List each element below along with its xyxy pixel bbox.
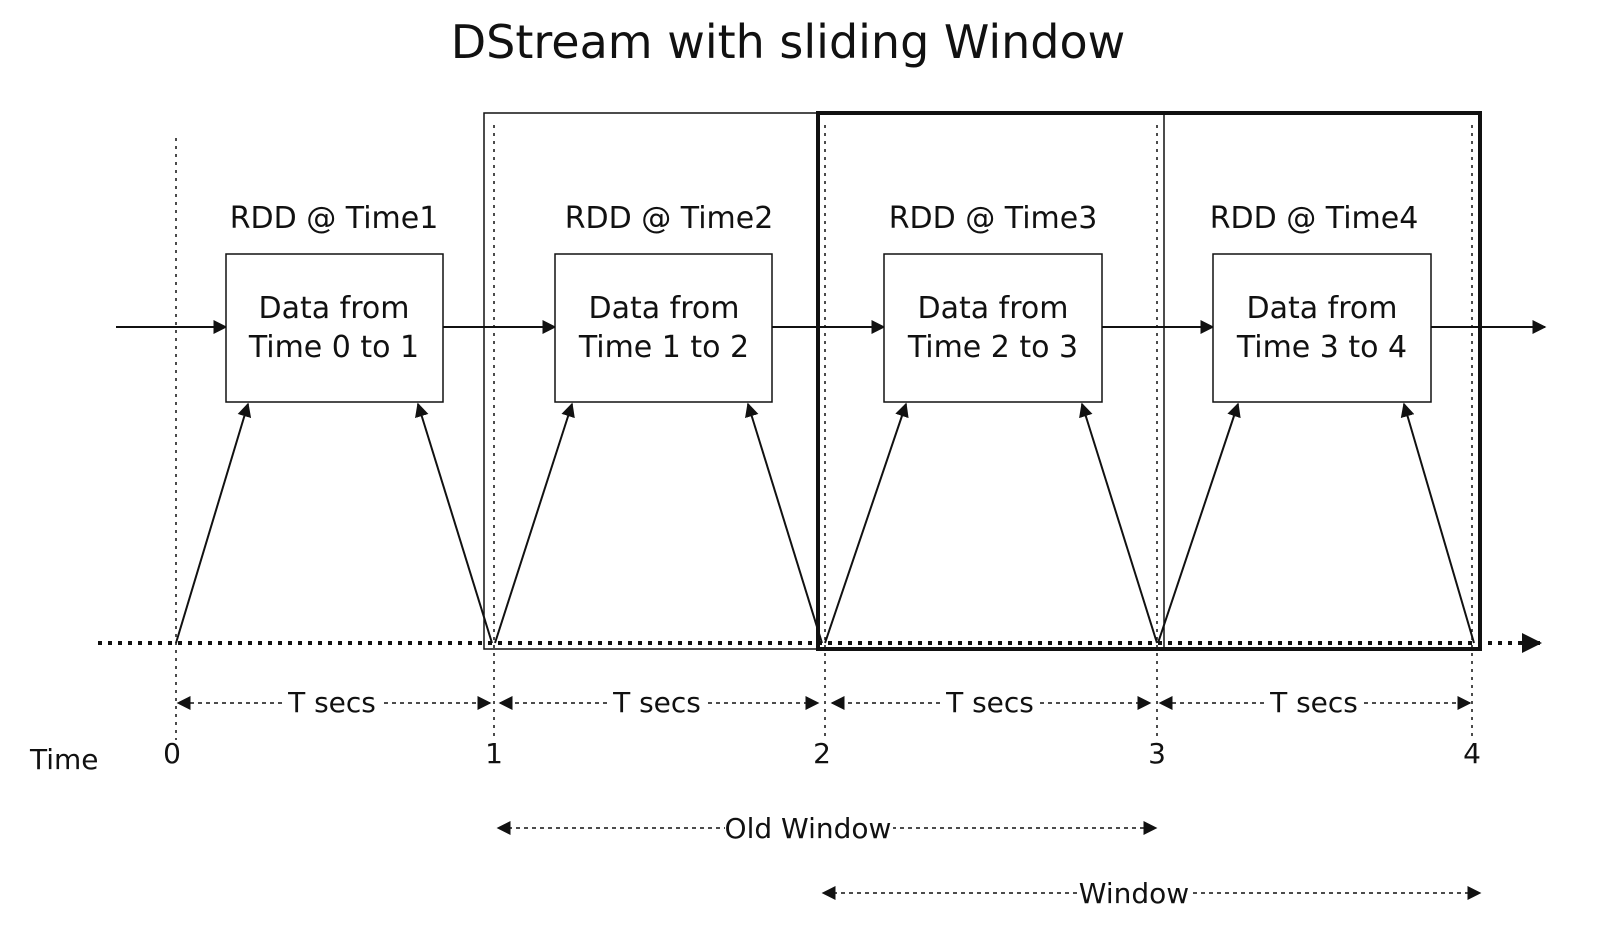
rdd-label: RDD @ Time2 — [565, 201, 774, 236]
rdd-label: RDD @ Time1 — [230, 201, 439, 236]
rdd-label: RDD @ Time4 — [1210, 201, 1419, 236]
rdd-box — [883, 253, 1103, 403]
rdd-box-line1: Data from — [589, 291, 740, 326]
rdd-box-line1: Data from — [918, 291, 1069, 326]
time-tick: 0 — [163, 737, 181, 770]
time-axis-label: Time — [29, 743, 99, 776]
rdd-node: RDD @ Time2 Data from Time 1 to 2 — [554, 201, 774, 403]
time-tick: 2 — [813, 737, 831, 770]
rdd-box — [554, 253, 773, 403]
rdd4-left-arrow — [1157, 402, 1241, 644]
time-tick: 4 — [1463, 737, 1481, 770]
rdd2-right-arrow — [745, 402, 823, 644]
old-window-label: Old Window — [725, 812, 892, 845]
interval-label: T secs — [1269, 686, 1358, 719]
rdd1-left-arrow — [175, 402, 252, 644]
interval-arrows — [175, 402, 1475, 644]
rdd2-left-arrow — [494, 402, 575, 644]
diagram-title: DStream with sliding Window — [451, 15, 1126, 69]
rdd-box — [1212, 253, 1432, 403]
window-span: Window — [821, 873, 1482, 911]
rdd3-left-arrow — [824, 402, 909, 644]
interval-label: T secs — [612, 686, 701, 719]
window-label: Window — [1079, 877, 1189, 910]
rdd-node: RDD @ Time1 Data from Time 0 to 1 — [225, 201, 444, 403]
rdd-box-line2: Time 3 to 4 — [1236, 330, 1407, 365]
old-window-span: Old Window — [496, 808, 1158, 846]
rdd-box-line2: Time 1 to 2 — [578, 330, 749, 365]
rdd-box-line1: Data from — [1247, 291, 1398, 326]
time-tick: 3 — [1148, 737, 1166, 770]
interval-indicator: T secs — [176, 683, 492, 721]
time-tick: 1 — [485, 737, 503, 770]
interval-indicator: T secs — [1158, 683, 1472, 721]
interval-label: T secs — [287, 686, 376, 719]
rdd1-right-arrow — [415, 402, 493, 644]
rdd-label: RDD @ Time3 — [889, 201, 1098, 236]
rdd4-right-arrow — [1400, 402, 1475, 644]
rdd-box-line1: Data from — [259, 291, 410, 326]
rdd3-right-arrow — [1079, 402, 1158, 644]
rdd-box-line2: Time 0 to 1 — [248, 330, 419, 365]
rdd-box-line2: Time 2 to 3 — [907, 330, 1078, 365]
rdd-box — [225, 253, 444, 403]
rdd-node: RDD @ Time3 Data from Time 2 to 3 — [883, 201, 1103, 403]
rdd-node: RDD @ Time4 Data from Time 3 to 4 — [1210, 201, 1432, 403]
interval-label: T secs — [945, 686, 1034, 719]
interval-indicator: T secs — [830, 683, 1152, 721]
window-frame — [816, 111, 1482, 651]
interval-indicator: T secs — [498, 683, 820, 721]
